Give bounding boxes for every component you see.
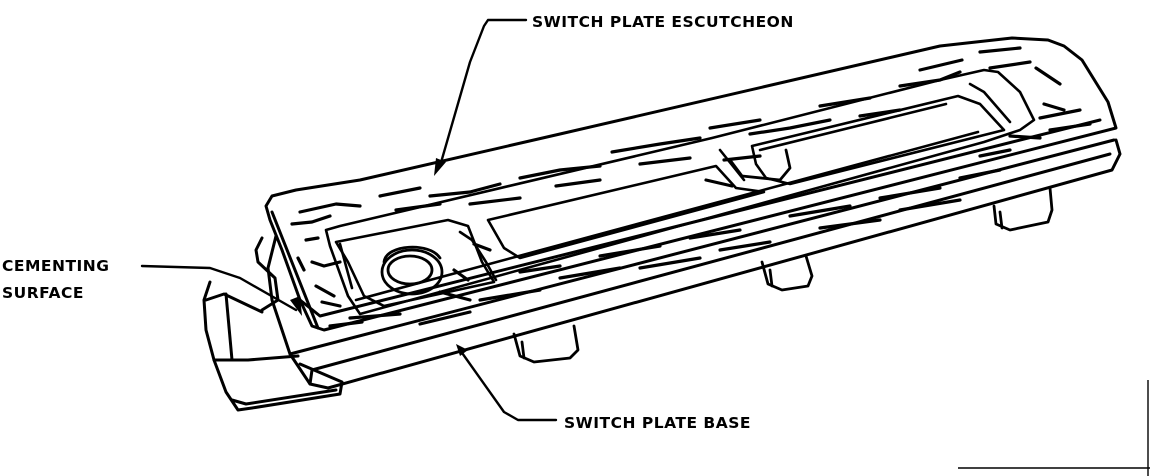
cementing-leader	[140, 264, 298, 312]
leader-lines	[140, 18, 558, 422]
foot-2	[760, 254, 814, 292]
center-window	[486, 164, 766, 260]
tumbler-hole	[380, 245, 444, 296]
base-leader	[458, 348, 558, 422]
switch-plate-drawing	[140, 18, 1122, 422]
end-clip	[202, 236, 344, 412]
label-switch-plate-escutcheon: SWITCH PLATE ESCUTCHEON	[532, 13, 794, 31]
edge-marks	[958, 380, 1150, 476]
switch-plate-escutcheon	[264, 36, 1118, 332]
right-window	[750, 94, 1006, 186]
switch-plate-base	[266, 138, 1122, 390]
leader-arrowheads	[290, 158, 468, 356]
left-window	[334, 218, 496, 308]
foot-1	[512, 324, 580, 364]
wood-grain-texture	[290, 46, 1092, 328]
foot-3	[992, 186, 1054, 232]
escutcheon-leader	[438, 18, 528, 168]
label-surface: SURFACE	[2, 284, 84, 302]
label-switch-plate-base: SWITCH PLATE BASE	[564, 414, 751, 432]
label-cementing: CEMENTING	[2, 257, 109, 275]
callout-labels: SWITCH PLATE ESCUTCHEON CEMENTING SURFAC…	[2, 13, 794, 432]
escutcheon-inner-frame	[324, 68, 1036, 316]
